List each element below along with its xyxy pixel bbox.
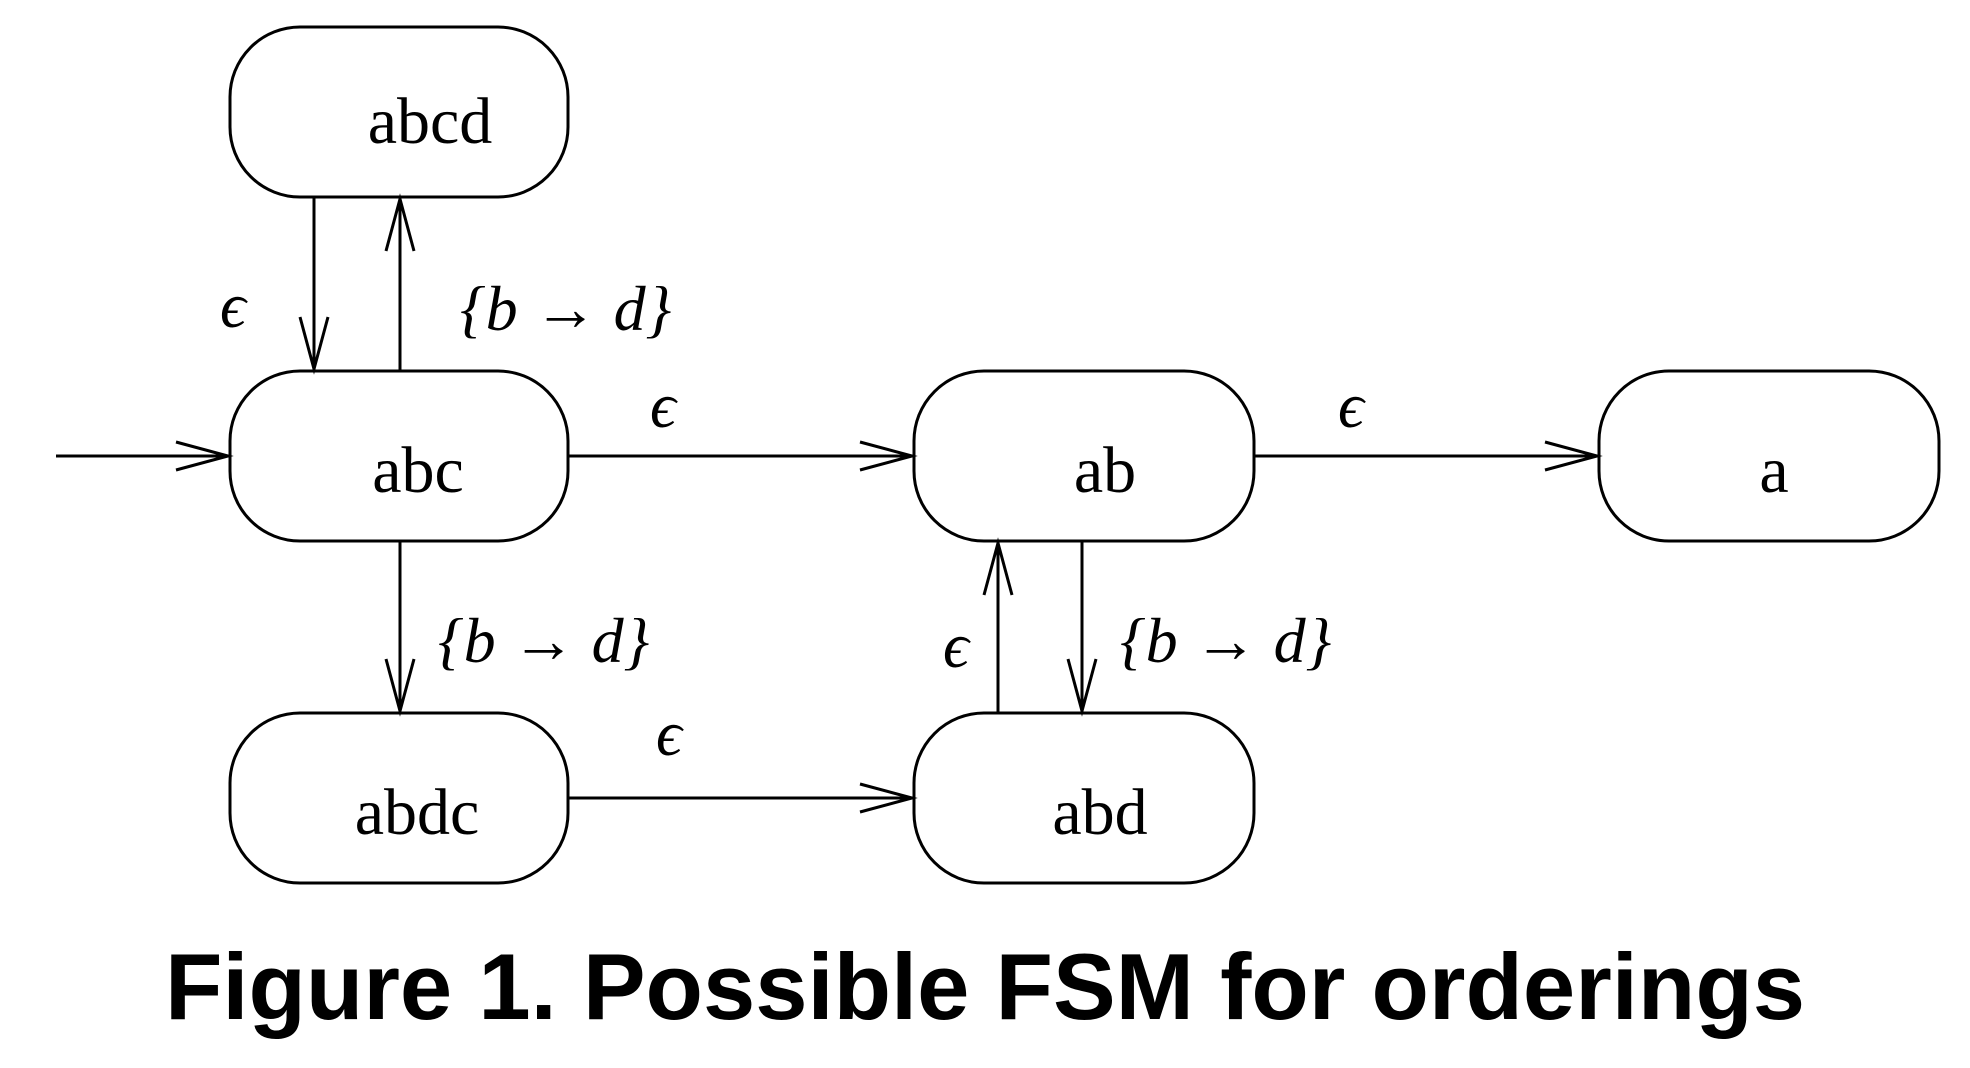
edge-label-abdc-abd: ϵ <box>656 698 684 769</box>
edge-abc-to-abdc: {b → d} <box>384 541 650 717</box>
edge-label-abc-ab: ϵ <box>650 370 678 441</box>
state-label-abc: abc <box>372 434 464 507</box>
initial-arrow <box>56 440 234 472</box>
edge-label-ab-a: ϵ <box>1338 370 1366 441</box>
edge-label-ab-abd: {b → d} <box>1120 605 1332 676</box>
state-label-ab: ab <box>1074 434 1136 507</box>
state-label-abd: abd <box>1052 776 1147 849</box>
edge-abc-to-ab: ϵ <box>568 370 918 472</box>
edge-label-abc-abdc: {b → d} <box>438 605 650 676</box>
edge-label-abcd-abc: ϵ <box>220 270 248 341</box>
state-abd: abd <box>912 711 1256 885</box>
edge-ab-to-abd: {b → d} <box>1066 541 1332 717</box>
figure-caption: Figure 1. Possible FSM for orderings <box>164 934 1806 1039</box>
state-label-abcd: abcd <box>368 85 493 158</box>
state-a: a <box>1597 369 1941 543</box>
state-abcd: abcd <box>228 25 570 199</box>
state-label-abdc: abdc <box>355 776 480 849</box>
edge-abc-to-abcd: {b → d} <box>384 193 672 371</box>
state-abc: abc <box>228 369 570 543</box>
edge-label-abd-ab: ϵ <box>943 610 971 681</box>
state-label-a: a <box>1759 434 1788 507</box>
edge-abdc-to-abd: ϵ <box>568 698 918 814</box>
edge-abd-to-ab: ϵ <box>943 537 1014 713</box>
edge-label-abc-abcd: {b → d} <box>460 273 672 344</box>
edge-abcd-to-abc: ϵ <box>220 197 330 375</box>
state-ab: ab <box>912 369 1256 543</box>
state-abdc: abdc <box>228 711 570 885</box>
edge-ab-to-a: ϵ <box>1254 370 1603 472</box>
